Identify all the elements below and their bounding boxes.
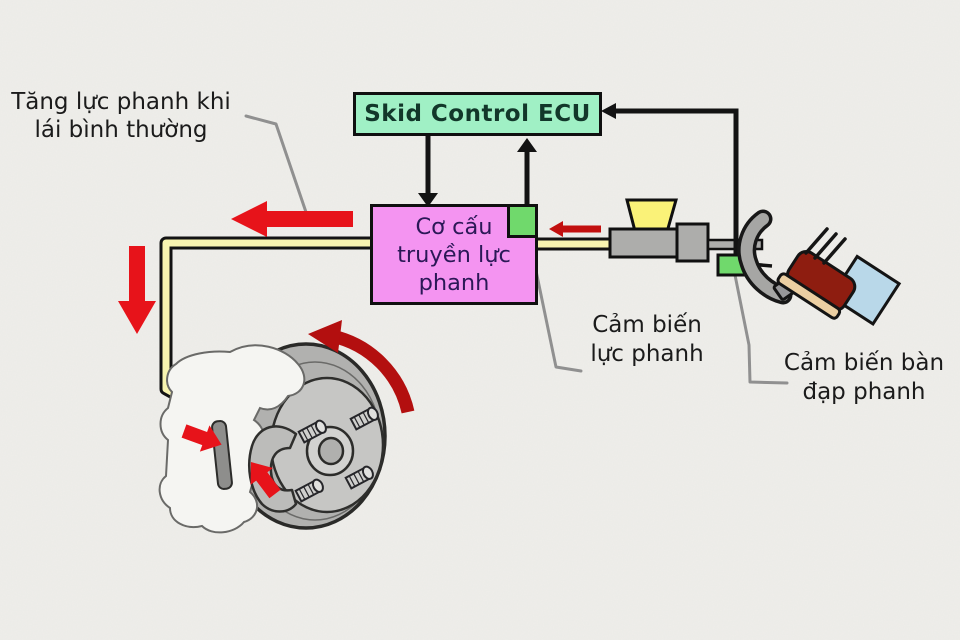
cylinder-body-icon [608, 227, 680, 259]
force-arrow-pad-outer-icon [181, 424, 222, 452]
wheel-stud-icon [294, 478, 324, 503]
rotation-arrow-icon [308, 320, 415, 414]
wheel-stud-icon [297, 419, 327, 444]
caliper-claw-icon [248, 425, 298, 513]
wheel-stud-icon [344, 465, 374, 490]
wheel-stud-icon [349, 406, 379, 431]
shoe-sole-icon [776, 272, 842, 320]
skid-control-ecu-box: Skid Control ECU [353, 92, 602, 136]
force-arrow-pad-inner-icon [250, 462, 281, 499]
callout-line-force-sensor [527, 235, 583, 373]
force-sensor-label-line2: lực phanh [590, 341, 704, 367]
skid-control-ecu-label: Skid Control ECU [364, 101, 591, 127]
pedal-sensor-label: Cảm biến bàn đạp phanh [772, 349, 956, 407]
normal-braking-label-line2: lái bình thường [34, 117, 208, 143]
pedal-sensor-label-line1: Cảm biến bàn [783, 350, 945, 376]
force-sensor-label: Cảm biến lực phanh [558, 311, 736, 369]
force-sensor-to-ecu-arrow [517, 138, 537, 204]
foot-icon [776, 250, 902, 327]
force-arrow-left-icon [231, 201, 353, 237]
booster-block-icon [675, 222, 710, 263]
motion-lines-icon [804, 227, 847, 265]
callout-line-pedal-sensor [733, 273, 789, 385]
force-sensor-icon [507, 204, 538, 238]
signal-wire-icon [601, 103, 739, 254]
pedal-sensor-label-line2: đạp phanh [802, 379, 926, 405]
signal-arrow-icon [549, 221, 601, 237]
caliper-icon [158, 344, 306, 534]
force-sensor-label-line1: Cảm biến [592, 312, 702, 338]
hub-bore-icon [317, 436, 345, 466]
callout-line-normal-braking [244, 114, 310, 220]
normal-braking-label: Tăng lực phanh khi lái bình thường [2, 88, 240, 144]
ecu-to-actuator-arrow [418, 136, 438, 207]
actuator-label-line3: phanh [418, 269, 490, 296]
actuator-label-line2: truyền lực [397, 241, 511, 268]
actuator-label-line1: Cơ cấu [415, 213, 493, 240]
force-arrow-down-icon [118, 246, 156, 334]
normal-braking-label-line1: Tăng lực phanh khi [11, 89, 231, 115]
